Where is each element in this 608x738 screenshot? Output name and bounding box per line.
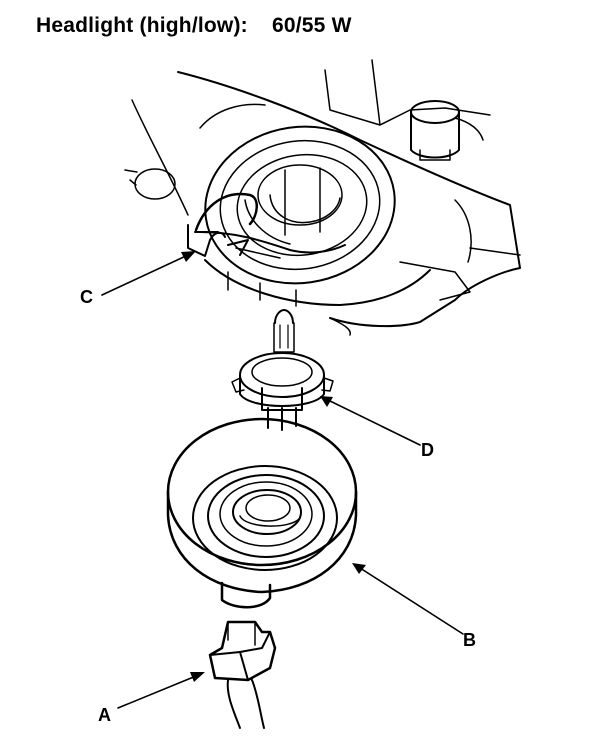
retaining-clip-part-c[interactable] — [187, 224, 226, 257]
arrowhead-a — [190, 672, 205, 682]
arrowhead-b — [352, 563, 366, 574]
headlight-bulb-part-d[interactable] — [231, 309, 334, 431]
callout-d: D — [421, 440, 434, 460]
callout-b: B — [463, 630, 476, 650]
wire-harness — [194, 192, 346, 259]
callout-a: A — [98, 705, 111, 725]
connector-part-a[interactable] — [208, 620, 277, 729]
dust-cover-part-b[interactable] — [166, 417, 358, 609]
title-label: Headlight (high/low): — [36, 14, 248, 37]
callout-leaders — [101, 251, 464, 709]
arrowhead-c — [181, 251, 196, 262]
title-spec: 60/55 W — [271, 14, 352, 37]
page-title: Headlight (high/low): 60/55 W — [36, 14, 352, 38]
headlight-housing — [124, 59, 521, 336]
arrowhead-d — [320, 396, 333, 407]
housing-socket — [204, 125, 396, 285]
callout-c: C — [80, 287, 93, 307]
